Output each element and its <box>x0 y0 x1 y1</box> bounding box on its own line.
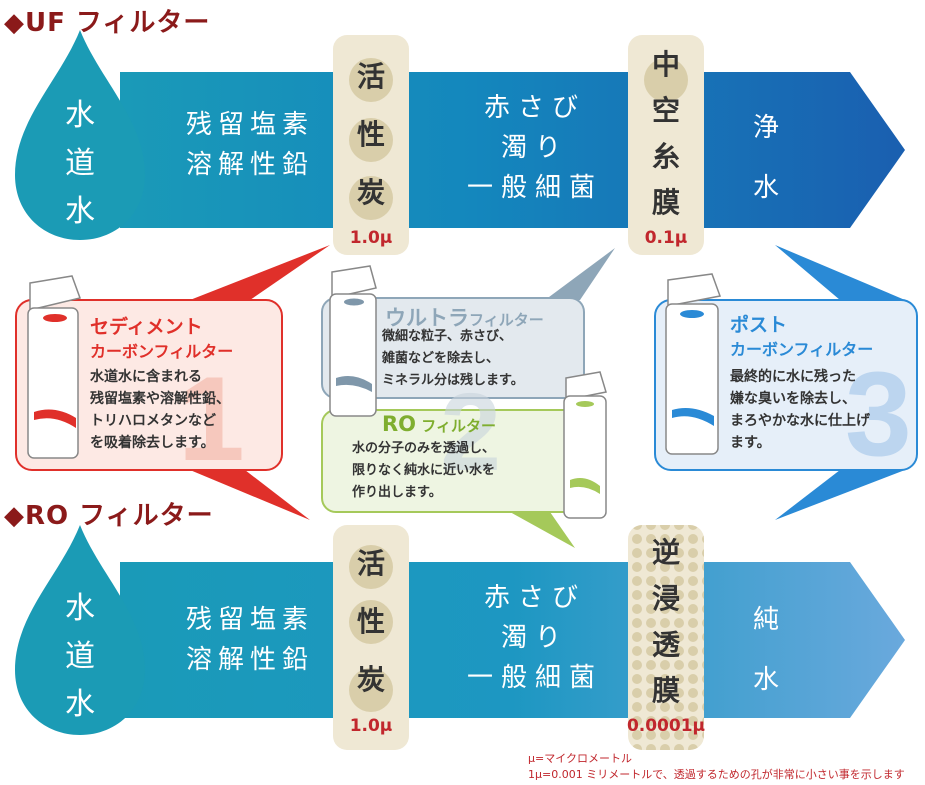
ro-section-title: ◆RO フィルター <box>4 501 214 531</box>
uf-stage-1-pore: 1.0μ <box>349 228 393 248</box>
pore-note: 1μ=0.001 ミリメートルで、透過するための孔が非常に小さい事を示します <box>528 768 905 781</box>
sediment-connector-bottom <box>190 470 310 520</box>
sediment-subtitle: カーボンフィルター <box>90 342 234 361</box>
filter-cartridge-icon <box>665 273 722 455</box>
post-box <box>654 299 918 471</box>
uf-source-label: 水道水 <box>65 98 95 229</box>
ro-filter-body: 水の分子のみを透過し、 限りなく純水に近い水を 作り出します。 <box>352 441 496 500</box>
post-number-watermark: 3 <box>845 347 912 481</box>
ultra-box <box>321 297 585 399</box>
ultra-body: 微細な粒子、赤さび、 雑菌などを除去し、 ミネラル分は残します。 <box>382 329 524 388</box>
ro-removed-1: 残留塩素溶解性鉛 <box>186 605 315 675</box>
sediment-connector-top <box>190 245 330 300</box>
post-body: 最終的に水に残った 嫌な臭いを除去し、 まろやかな水に仕上げ ます。 <box>730 369 870 451</box>
sediment-title: セディメント <box>90 316 203 338</box>
uf-removed-1: 残留塩素溶解性鉛 <box>186 110 315 180</box>
unit-note: μ=マイクロメートル <box>528 752 632 765</box>
sediment-number-watermark: 1 <box>178 352 245 486</box>
uf-output-label: 浄水 <box>752 113 787 203</box>
uf-flow-arrow <box>120 72 905 228</box>
uf-stage-2-pore: 0.1μ <box>644 228 688 248</box>
ro-stage-2-label: 逆浸透膜 <box>651 536 680 707</box>
water-drop-icon <box>15 525 145 735</box>
uf-removed-2: 赤さび濁り一般細菌 <box>466 93 603 203</box>
post-connector-top <box>775 245 905 300</box>
post-title: ポスト <box>730 314 788 336</box>
ro-output-label: 純水 <box>752 605 787 695</box>
ro-filter-title: RO フィルター <box>382 412 496 436</box>
ultra-number-watermark: 2 <box>440 371 501 494</box>
ro-source-label: 水道水 <box>65 591 95 722</box>
filter-cartridge-icon <box>27 275 81 459</box>
ro-flow-arrow <box>120 562 905 718</box>
water-drop-icon <box>15 30 145 240</box>
ro-connector <box>510 512 575 548</box>
filter-cartridge-icon <box>563 371 607 519</box>
ultra-connector <box>545 248 615 300</box>
sediment-body: 水道水に含まれる 残留塩素や溶解性鉛、 トリハロメタンなど を吸着除去します。 <box>90 369 230 451</box>
filter-cartridge-icon <box>329 265 377 417</box>
post-connector-bottom <box>775 470 905 520</box>
ro-reverse-osmosis-pillar <box>628 525 704 750</box>
uf-section-title: ◆UF フィルター <box>4 8 211 38</box>
uf-stage-1-label: 活性炭 <box>356 60 385 209</box>
ro-stage-1-label: 活性炭 <box>356 547 385 696</box>
post-subtitle: カーボンフィルター <box>730 340 874 359</box>
ro-removed-2: 赤さび濁り一般細菌 <box>466 583 603 693</box>
uf-stage-2-label: 中空糸膜 <box>651 48 680 219</box>
ro-stage-2-pore: 0.0001μ <box>626 716 706 736</box>
ro-stage-1-pore: 1.0μ <box>349 716 393 736</box>
sediment-box <box>15 299 283 471</box>
ultra-title: ウルトラフィルター <box>385 306 544 330</box>
